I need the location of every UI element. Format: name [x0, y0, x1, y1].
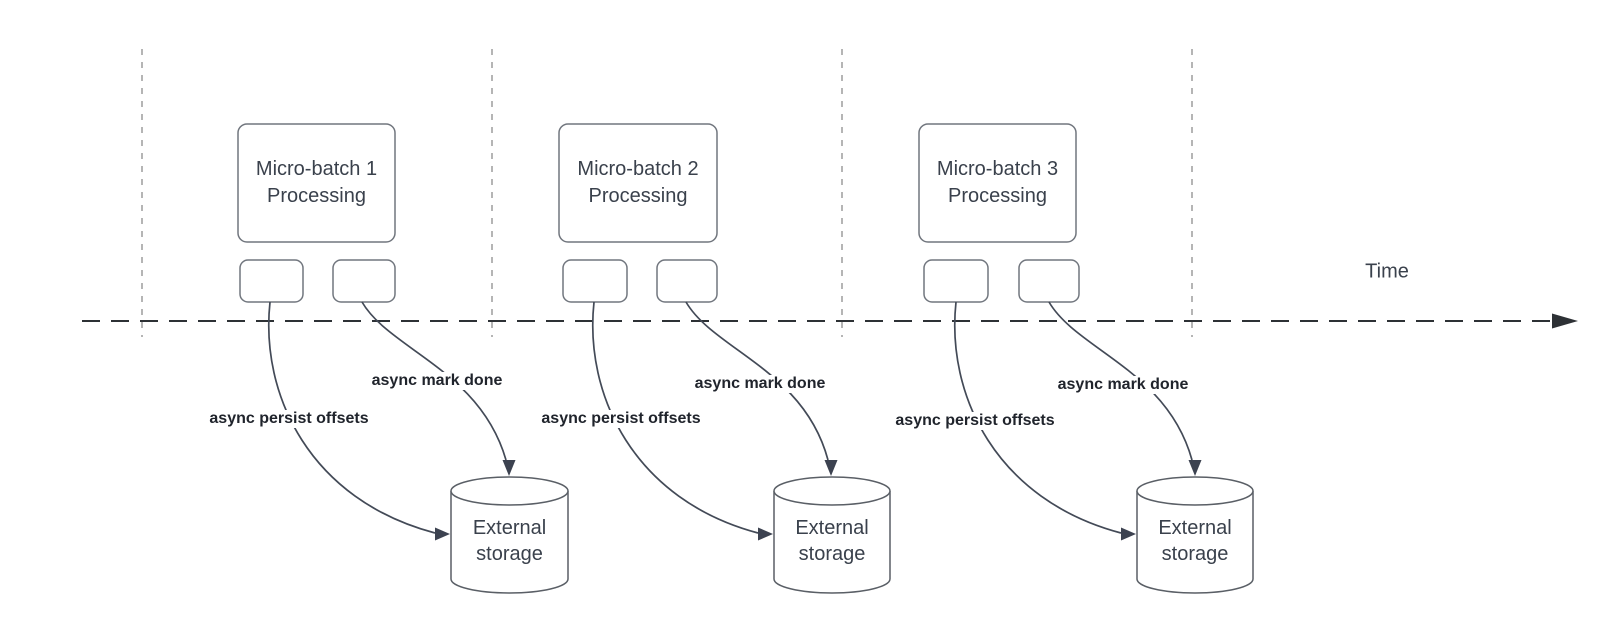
- microbatch-1-persist-offsets-label: async persist offsets: [206, 410, 372, 428]
- microbatch-3-done-arrowhead-icon: [1188, 460, 1202, 476]
- microbatch-3-box-label: Micro-batch 3 Processing: [919, 124, 1076, 242]
- microbatch-3-mark-done-label: async mark done: [1054, 376, 1192, 394]
- external-storage-1-line2: storage: [476, 543, 543, 565]
- microbatch-2-offset-task-box: [562, 259, 628, 303]
- microbatch-2-mark-done-arrow: [685, 301, 829, 461]
- microbatch-2-persist-arrowhead-icon: [758, 527, 773, 541]
- external-storage-cylinder-3-body: [1136, 491, 1254, 594]
- microbatch-1-title-line2: Processing: [267, 185, 366, 207]
- microbatch-1-box-label: Micro-batch 1 Processing: [238, 124, 395, 242]
- microbatch-2-persist-offsets-arrow: [592, 301, 759, 534]
- external-storage-1-line1: External: [472, 517, 547, 539]
- external-storage-2-line2: storage: [798, 543, 866, 565]
- microbatch-3-done-task-box: [1018, 259, 1080, 303]
- microbatch-2-title-line1: Micro-batch 2: [577, 158, 699, 180]
- external-storage-3-label: External storage: [1137, 493, 1253, 589]
- microbatch-1-offset-task-box: [239, 259, 304, 303]
- microbatch-3-title-line1: Micro-batch 3: [936, 158, 1059, 180]
- microbatch-2-done-task-box: [656, 259, 718, 303]
- microbatch-3-title-line2: Processing: [948, 185, 1047, 207]
- external-storage-3-line2: storage: [1161, 543, 1229, 565]
- microbatch-1-done-task-box: [332, 259, 396, 303]
- microbatch-1-persist-offsets-arrow: [268, 301, 436, 534]
- microbatch-3-mark-done-arrow: [1048, 301, 1193, 461]
- microbatch-1-done-arrowhead-icon: [502, 460, 516, 476]
- external-storage-cylinder-2-top: [773, 476, 891, 506]
- microbatch-2-done-arrowhead-icon: [824, 460, 838, 476]
- time-axis-label: Time: [1365, 260, 1409, 283]
- external-storage-2-label: External storage: [774, 493, 890, 589]
- microbatch-2-title-line2: Processing: [588, 185, 688, 207]
- microbatch-1-persist-arrowhead-icon: [435, 527, 450, 541]
- microbatch-3-persist-arrowhead-icon: [1121, 527, 1136, 541]
- microbatch-3-offset-task-box: [923, 259, 989, 303]
- external-storage-cylinder-3-top: [1136, 476, 1254, 506]
- microbatch-2-persist-offsets-label: async persist offsets: [538, 410, 704, 428]
- external-storage-cylinder-1-top: [450, 476, 569, 506]
- external-storage-cylinder-2-body: [773, 491, 891, 594]
- microbatch-2-box-label: Micro-batch 2 Processing: [559, 124, 717, 242]
- microbatch-1-box: [237, 123, 396, 243]
- microbatch-3-persist-offsets-label: async persist offsets: [892, 412, 1058, 430]
- external-storage-cylinder-1-body: [450, 491, 569, 594]
- external-storage-1-label: External storage: [451, 493, 568, 589]
- microbatch-1-mark-done-arrow: [361, 301, 507, 461]
- microbatch-2-mark-done-label: async mark done: [691, 375, 829, 393]
- microbatch-2-box: [558, 123, 718, 243]
- microbatch-1-title-line1: Micro-batch 1: [255, 158, 378, 180]
- time-axis-arrowhead-icon: [1552, 313, 1578, 329]
- microbatch-1-mark-done-label: async mark done: [368, 372, 506, 390]
- microbatch-3-persist-offsets-arrow: [954, 301, 1122, 534]
- microbatch-3-box: [918, 123, 1077, 243]
- external-storage-2-line1: External: [795, 517, 869, 539]
- external-storage-3-line1: External: [1158, 517, 1232, 539]
